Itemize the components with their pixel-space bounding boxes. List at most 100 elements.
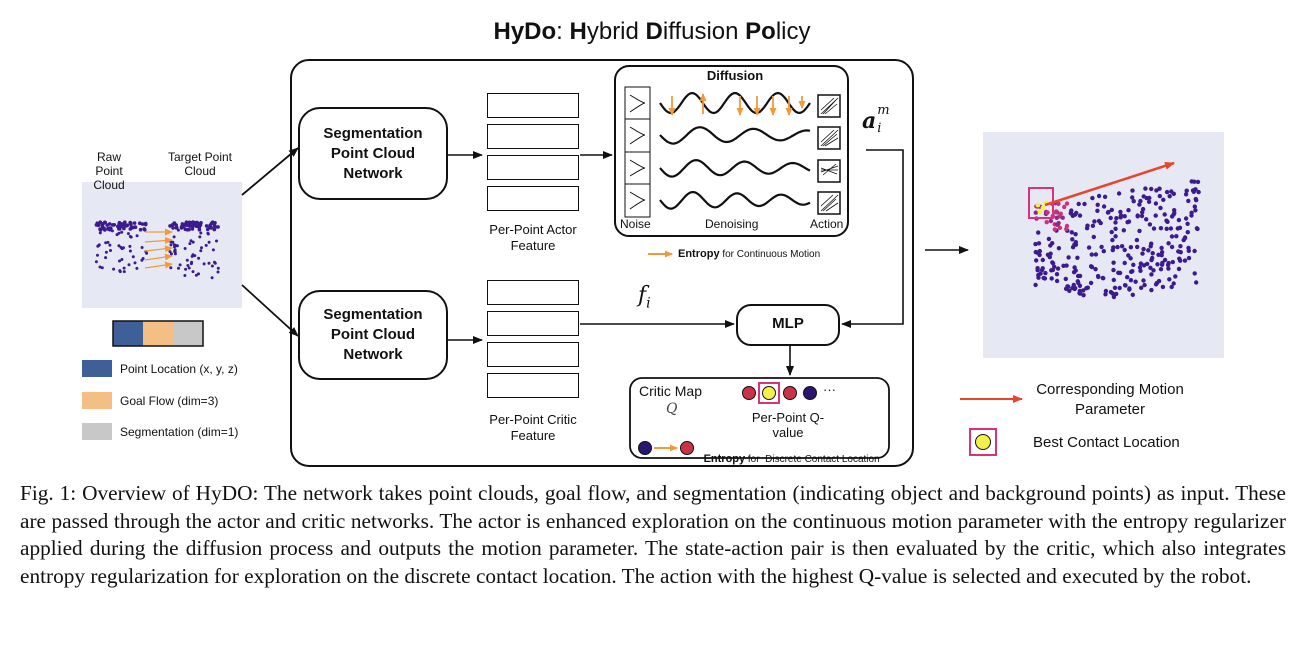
point bbox=[1169, 234, 1175, 239]
point bbox=[1130, 188, 1135, 193]
point bbox=[1058, 211, 1063, 216]
point bbox=[1171, 281, 1176, 286]
point bbox=[216, 266, 220, 270]
point bbox=[1037, 209, 1043, 215]
point bbox=[128, 227, 133, 231]
point bbox=[1093, 267, 1098, 272]
point bbox=[210, 276, 214, 280]
point bbox=[106, 240, 110, 244]
qvalue-label: Per-Point Q-value bbox=[751, 410, 825, 440]
point bbox=[1117, 270, 1123, 276]
best-contact-label: Best Contact Location bbox=[1033, 434, 1180, 451]
point bbox=[1122, 283, 1128, 288]
point bbox=[94, 260, 98, 264]
point bbox=[216, 270, 220, 274]
point bbox=[1150, 255, 1155, 261]
point bbox=[118, 259, 121, 263]
point bbox=[140, 222, 145, 226]
actor-feature-row bbox=[487, 93, 579, 118]
point bbox=[1159, 245, 1164, 251]
legend-label-segmentation: Segmentation (dim=1) bbox=[120, 425, 239, 439]
point bbox=[183, 274, 187, 277]
point bbox=[190, 254, 194, 258]
raw-point-cloud-label: Raw Point Cloud bbox=[93, 150, 125, 192]
point bbox=[1128, 245, 1134, 250]
point bbox=[212, 227, 217, 232]
point bbox=[168, 224, 172, 228]
feature-symbol: fi bbox=[638, 283, 651, 312]
point bbox=[1089, 252, 1095, 257]
point bbox=[1054, 272, 1060, 277]
point bbox=[1192, 248, 1197, 254]
point bbox=[1075, 255, 1080, 260]
point bbox=[190, 227, 195, 231]
point bbox=[131, 255, 135, 259]
point bbox=[171, 226, 175, 230]
point bbox=[1077, 283, 1083, 288]
point bbox=[1040, 266, 1045, 271]
critic-feature-row bbox=[487, 280, 579, 305]
point bbox=[1082, 201, 1087, 207]
point bbox=[1040, 257, 1046, 263]
point bbox=[1153, 201, 1159, 206]
action-symbol: a m i bbox=[862, 103, 890, 136]
point bbox=[188, 242, 192, 246]
point bbox=[1057, 225, 1063, 230]
actor-feature-label: Per-Point Actor Feature bbox=[489, 222, 577, 253]
point bbox=[1046, 236, 1052, 242]
point bbox=[1112, 285, 1118, 290]
point bbox=[98, 220, 103, 224]
point bbox=[1118, 213, 1124, 218]
point bbox=[1064, 201, 1070, 206]
point bbox=[1137, 265, 1143, 270]
point bbox=[1044, 220, 1049, 225]
point bbox=[1139, 285, 1144, 290]
point bbox=[1195, 226, 1200, 232]
point bbox=[1088, 264, 1094, 269]
point bbox=[1109, 207, 1115, 213]
point bbox=[135, 266, 139, 270]
point bbox=[185, 258, 189, 262]
point bbox=[1135, 244, 1140, 250]
point bbox=[206, 232, 210, 236]
point bbox=[1033, 282, 1038, 288]
point bbox=[1054, 209, 1059, 214]
point bbox=[199, 221, 203, 225]
point bbox=[1131, 199, 1136, 204]
point bbox=[191, 270, 195, 274]
point bbox=[185, 228, 190, 232]
point bbox=[202, 262, 206, 266]
point bbox=[1066, 284, 1071, 289]
point bbox=[1130, 292, 1136, 297]
point bbox=[1085, 285, 1091, 290]
point bbox=[194, 273, 198, 277]
diffusion-title: Diffusion bbox=[706, 68, 764, 83]
point bbox=[207, 261, 211, 265]
point bbox=[142, 227, 146, 231]
point bbox=[120, 230, 124, 234]
point bbox=[1161, 197, 1166, 202]
noise-label: Noise bbox=[620, 217, 651, 231]
point bbox=[1159, 262, 1165, 267]
critic-map-title: Critic Map bbox=[639, 383, 703, 399]
point bbox=[1166, 241, 1171, 246]
point bbox=[117, 223, 122, 228]
point bbox=[1128, 256, 1133, 261]
point bbox=[104, 256, 108, 260]
point bbox=[1050, 261, 1056, 266]
point bbox=[132, 221, 137, 225]
point bbox=[118, 270, 122, 274]
point bbox=[210, 220, 215, 224]
point bbox=[1140, 210, 1145, 215]
point bbox=[1155, 262, 1160, 267]
point bbox=[1191, 189, 1197, 194]
point bbox=[1192, 179, 1197, 184]
point bbox=[208, 225, 213, 229]
point bbox=[1062, 204, 1067, 210]
point bbox=[1056, 246, 1062, 251]
point bbox=[1147, 195, 1152, 201]
point bbox=[138, 227, 143, 232]
point bbox=[172, 235, 176, 239]
point bbox=[198, 235, 202, 239]
point bbox=[133, 261, 137, 265]
